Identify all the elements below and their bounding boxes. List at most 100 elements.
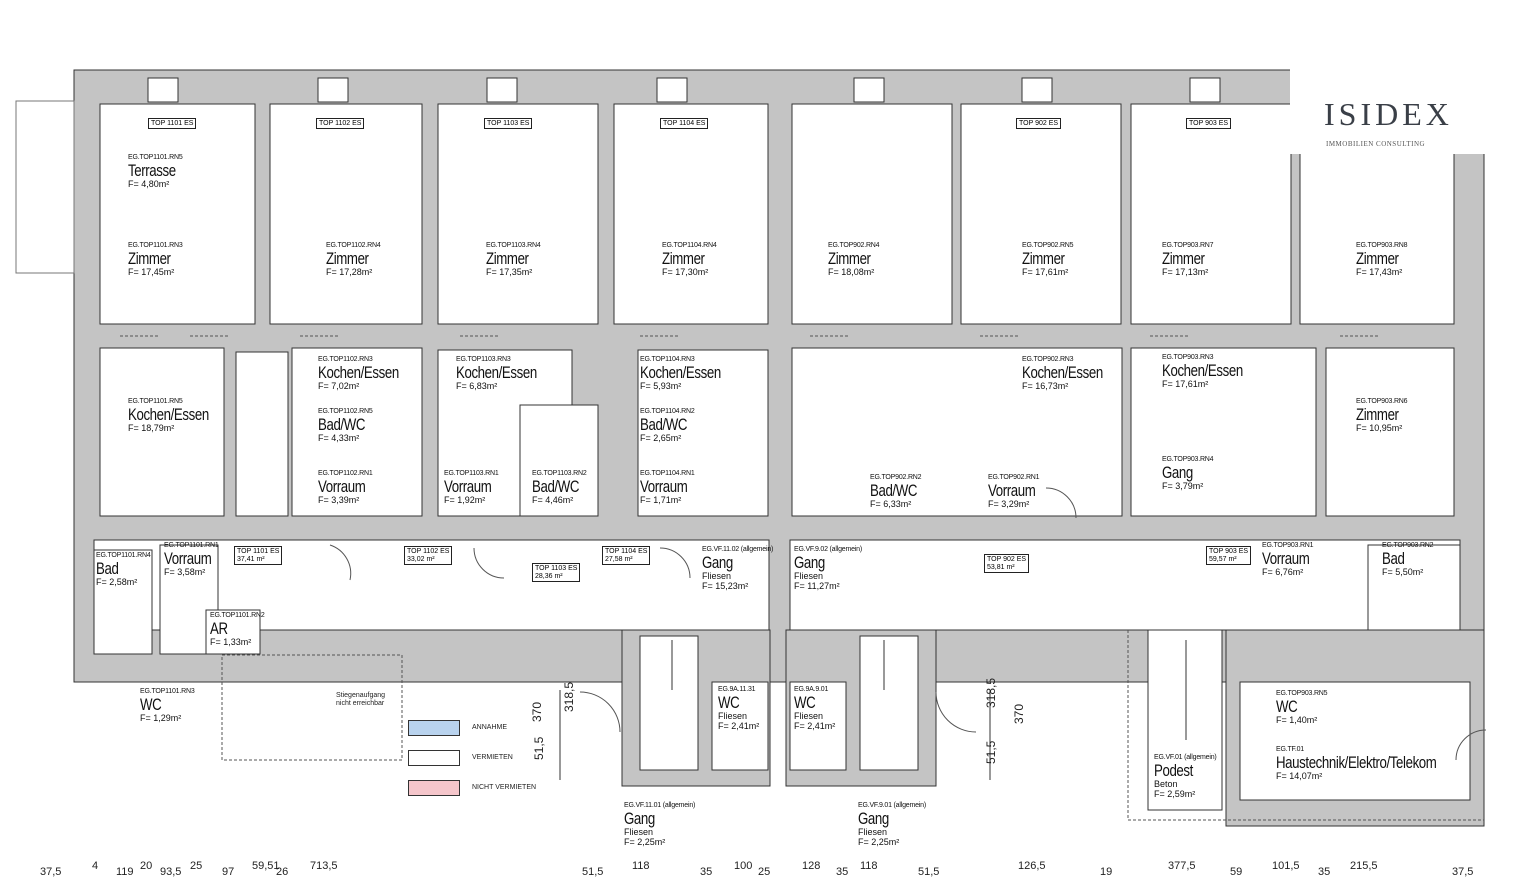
dimension-label: 25 — [190, 860, 203, 872]
top-tag: TOP 1103 ES — [484, 118, 533, 129]
dimension-label: 51,5 — [918, 866, 940, 878]
legend-label: NICHT VERMIETEN — [472, 784, 537, 791]
room-kochen-1102 — [291, 347, 423, 517]
room-haustechnik — [1239, 681, 1471, 801]
top-tag: TOP 1104 ES — [660, 118, 709, 129]
room-1102-left — [235, 351, 289, 517]
room-zimmer-903c — [1325, 347, 1455, 517]
room-zimmer-902b — [960, 103, 1122, 325]
dimension-label: 93,5 — [160, 866, 182, 878]
dimension-label: 19 — [1100, 866, 1113, 878]
logo-name: ISIDEX — [1324, 96, 1453, 132]
dimension-label: 318,5 — [562, 681, 576, 712]
room-bad-1103 — [519, 404, 599, 517]
dimension-label: 25 — [758, 866, 771, 878]
dimension-label: 318,5 — [984, 677, 998, 708]
dimension-label: 370 — [530, 701, 544, 722]
dimension-label: 59,51 — [252, 860, 280, 872]
room-zimmer-1101 — [99, 103, 256, 325]
room-gang-1101-inner — [639, 635, 699, 771]
top-tag: TOP 902 ES — [1016, 118, 1062, 129]
stair-note: Stiegenaufgang nicht erreichbar — [336, 692, 386, 707]
dimension-label: 97 — [222, 866, 235, 878]
legend-swatch-nicht-vermieten — [408, 780, 460, 796]
dimension-label: 118 — [632, 860, 650, 872]
dimension-label: 37,5 — [1452, 866, 1474, 878]
top-tag: TOP 903 ES — [1186, 118, 1232, 129]
legend-label: ANNAHME — [472, 724, 508, 731]
dimension-label: 215,5 — [1350, 860, 1378, 872]
room-ar-1101 — [205, 609, 261, 655]
logo-tagline: IMMOBILIEN CONSULTING — [1326, 140, 1426, 148]
room-zimmer-1104 — [613, 103, 769, 325]
room-bad-1101 — [93, 549, 153, 655]
room-kochen-902 — [791, 347, 1123, 517]
corridor-right — [789, 539, 1461, 631]
legend-swatch-vermieten — [408, 750, 460, 766]
dimension-label: 713,5 — [310, 860, 338, 872]
dimension-label: 119 — [116, 866, 134, 878]
room-zimmer-1102 — [269, 103, 423, 325]
dimension-label: 100 — [734, 860, 753, 872]
dimension-label: 51,5 — [984, 740, 998, 764]
dimension-label: 26 — [276, 866, 289, 878]
dimension-label: 20 — [140, 860, 153, 872]
dimension-label: 118 — [860, 860, 878, 872]
dimension-label: 51,5 — [532, 736, 546, 760]
dimension-label: 128 — [802, 860, 821, 872]
dimension-label: 35 — [700, 866, 713, 878]
dimension-label: 35 — [1318, 866, 1331, 878]
room-wc-1131 — [711, 681, 769, 771]
room-kochen-1101 — [99, 347, 225, 517]
room-zimmer-903 — [1130, 103, 1292, 325]
room-zimmer-902 — [791, 103, 953, 325]
dimension-label: 370 — [1012, 703, 1026, 724]
room-kochen-903 — [1130, 347, 1317, 517]
dimension-label: 59 — [1230, 866, 1243, 878]
dimension-label: 51,5 — [582, 866, 604, 878]
room-kochen-1104 — [637, 349, 769, 517]
room-zimmer-1103 — [437, 103, 599, 325]
isidex-logo: ISIDEX IMMOBILIEN CONSULTING — [1290, 14, 1536, 154]
dimension-label: 126,5 — [1018, 860, 1046, 872]
